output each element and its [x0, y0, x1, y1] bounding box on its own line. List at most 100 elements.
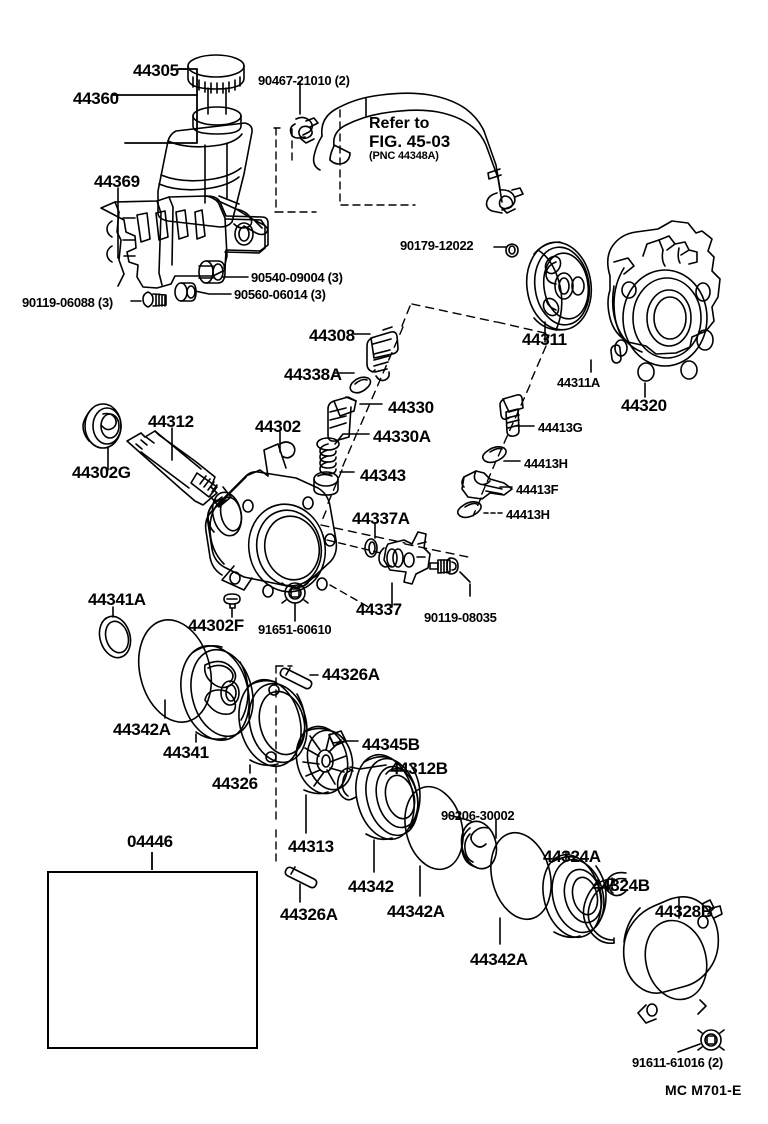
bolt-90119-06088: [142, 291, 167, 308]
reservoir-bracket-44369: [100, 195, 269, 289]
washer-44413h-lower: [456, 500, 482, 519]
cap-44343: [313, 471, 339, 496]
label-44324b: 44324B: [592, 876, 650, 895]
label-44328b: 44328B: [655, 902, 713, 921]
label-44342a-left: 44342A: [113, 720, 171, 739]
label-44343: 44343: [360, 466, 406, 485]
side-plate-44341: [180, 644, 254, 742]
reservoir-assembly: [157, 54, 269, 236]
label-91651-60610: 91651-60610: [258, 622, 332, 637]
label-44338a: 44338A: [284, 365, 342, 384]
power-steering-hose: [312, 92, 524, 214]
label-44312: 44312: [148, 412, 194, 431]
plug-44302f: [223, 593, 241, 609]
label-44302f: 44302F: [188, 616, 244, 635]
oring-44341a: [98, 615, 132, 659]
union-44337: [378, 531, 431, 585]
label-44341a: 44341A: [88, 590, 146, 609]
dashed-leader-44337a: [326, 539, 386, 610]
leader-90206: [448, 814, 497, 839]
reference-note-line1: Refer to: [369, 115, 430, 132]
label-44324a: 44324A: [543, 847, 601, 866]
label-44320: 44320: [621, 396, 667, 415]
spring-44330a: [316, 437, 340, 475]
leader-44330a: [334, 433, 370, 445]
label-44311a: 44311A: [557, 375, 601, 390]
label-90540-09004: 90540-09004 (3): [251, 270, 343, 285]
drive-shaft-44312: [126, 430, 232, 508]
gasket-44342a-right: [490, 831, 552, 921]
pump-body-44320: [606, 220, 721, 382]
label-90467-21010: 90467-21010 (2): [258, 73, 350, 88]
hose-clamp-90467: [289, 116, 319, 144]
oring-44337a: [364, 538, 378, 558]
inset-box-04446: [47, 871, 258, 1049]
dashed-guide-rotor: [275, 665, 293, 865]
label-44413h-upper: 44413H: [524, 456, 568, 471]
label-44311: 44311: [522, 330, 567, 349]
washer-44413h-upper: [481, 445, 507, 464]
label-44413f: 44413F: [516, 482, 559, 497]
reference-note-line2: FIG. 45-03: [369, 131, 451, 151]
snapring-44312b: [336, 767, 357, 801]
label-44330: 44330: [388, 398, 434, 417]
label-91611-61016: 91611-61016 (2): [632, 1055, 723, 1070]
leader-90560: [194, 290, 232, 295]
dashed-guide-reservoir: [273, 127, 317, 213]
label-44305: 44305: [133, 61, 179, 80]
pin-44326a-upper: [279, 667, 313, 690]
label-44413g: 44413G: [538, 420, 583, 435]
bearing-44302g: [82, 403, 122, 449]
reference-note: Refer to FIG. 45-03 (PNC 44348A): [369, 115, 451, 162]
snapring-90206: [460, 820, 498, 870]
bolt-91651-60610: [281, 582, 309, 604]
label-44326: 44326: [212, 774, 258, 793]
label-90119-06088: 90119-06088 (3): [22, 295, 113, 310]
pin-44326a-lower: [284, 866, 318, 889]
cam-ring-44326: [238, 678, 308, 768]
label-44369: 44369: [94, 172, 140, 191]
bolt-91611-61016: [697, 1029, 725, 1051]
label-44313: 44313: [288, 837, 334, 856]
footer-code: MC M701-E: [665, 1082, 742, 1098]
label-44337a: 44337A: [352, 509, 410, 528]
label-04446: 04446: [127, 832, 173, 851]
label-44345b: 44345B: [362, 735, 420, 754]
bolt-90119-08035: [429, 557, 459, 575]
label-44326a-upper: 44326A: [322, 665, 380, 684]
valve-plug-44308: [366, 326, 399, 382]
label-90119-08035: 90119-08035: [424, 610, 497, 625]
leader-91611: [677, 1043, 701, 1053]
label-44342a-right: 44342A: [470, 950, 528, 969]
label-44308: 44308: [309, 326, 355, 345]
bolt-44413g: [499, 394, 524, 437]
label-44341: 44341: [163, 743, 209, 762]
oring-44338a: [349, 376, 372, 394]
label-44326a-lower: 44326A: [280, 905, 338, 924]
valve-spool-44330: [327, 396, 357, 442]
pulley-44311: [525, 241, 593, 331]
label-44413h-lower: 44413H: [506, 507, 550, 522]
label-90560-06014: 90560-06014 (3): [234, 287, 326, 302]
bushing-90540: [198, 260, 226, 284]
label-44342a-mid: 44342A: [387, 902, 445, 921]
leader-44360: [111, 68, 198, 144]
collar-90560: [174, 282, 197, 302]
rear-cover-44328b: [622, 896, 723, 1024]
label-44302g: 44302G: [72, 463, 131, 482]
label-90206-30002: 90206-30002: [441, 808, 515, 823]
label-44337: 44337: [356, 600, 402, 619]
label-44302: 44302: [255, 417, 301, 436]
seal-44324a: [542, 853, 607, 939]
label-44360: 44360: [73, 89, 119, 108]
label-90179-12022: 90179-12022: [400, 238, 474, 253]
rotor-44313: [295, 725, 354, 795]
dashed-leader-91651: [293, 574, 319, 590]
label-44330a: 44330A: [373, 427, 431, 446]
pin-44311a: [610, 344, 622, 364]
front-housing-44302: [204, 441, 338, 598]
label-44342: 44342: [348, 877, 394, 896]
nut-90179: [505, 243, 519, 258]
